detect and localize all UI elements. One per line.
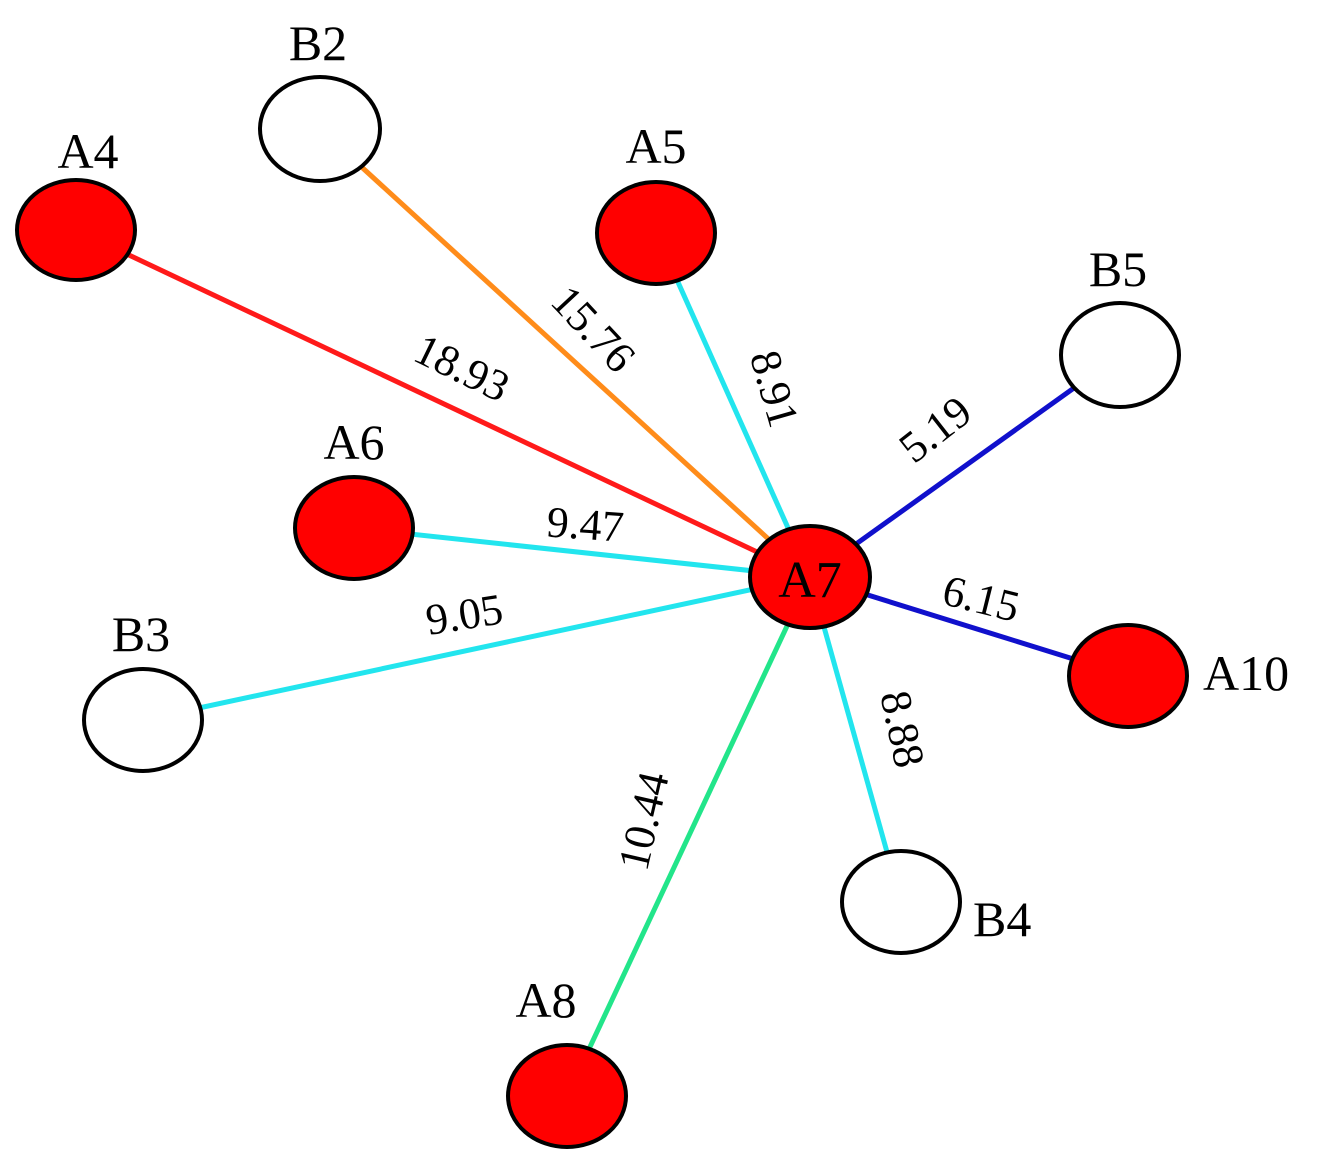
edge-a5-a7 — [653, 231, 813, 579]
edge-b2-a7 — [318, 127, 812, 579]
node-a7 — [748, 524, 872, 630]
edge-weight-label: 8.91 — [740, 345, 808, 433]
node-b3 — [82, 667, 204, 773]
edge-weight-label: 5.19 — [890, 387, 981, 473]
edge-weight-label: 15.76 — [542, 276, 645, 382]
node-b2 — [258, 75, 382, 183]
node-label-a4: A4 — [57, 123, 118, 179]
node-a6 — [293, 475, 415, 581]
edge-weight-label: 8.88 — [870, 686, 934, 772]
edge-b5-a7 — [808, 352, 1122, 580]
node-label-b3: B3 — [112, 606, 170, 662]
edge-b4-a7 — [807, 576, 904, 903]
node-a4 — [15, 178, 137, 282]
node-label-a5: A5 — [625, 118, 686, 174]
edges-layer — [74, 127, 1129, 1098]
node-label-b2: B2 — [289, 15, 347, 71]
edge-a8-a7 — [564, 575, 813, 1098]
edge-a4-a7 — [74, 227, 812, 580]
node-label-a7: A7 — [778, 552, 842, 609]
node-label-b4: B4 — [973, 891, 1031, 947]
node-label-a10: A10 — [1203, 645, 1289, 701]
node-label-b5: B5 — [1089, 241, 1147, 297]
edge-weight-label: 10.44 — [609, 767, 679, 874]
node-b4 — [840, 849, 962, 955]
node-label-a8: A8 — [515, 972, 576, 1028]
nodes-layer — [15, 75, 1189, 1149]
edge-weight-label: 9.47 — [545, 497, 625, 551]
node-label-a6: A6 — [323, 414, 384, 470]
edge-weight-label: 18.93 — [407, 324, 517, 411]
node-a5 — [595, 180, 717, 286]
edge-a6-a7 — [353, 525, 811, 580]
node-b5 — [1059, 301, 1181, 409]
node-a10 — [1067, 623, 1189, 729]
node-a8 — [506, 1043, 628, 1149]
edge-b3-a7 — [142, 574, 811, 723]
edge-weight-label: 9.05 — [422, 584, 506, 644]
